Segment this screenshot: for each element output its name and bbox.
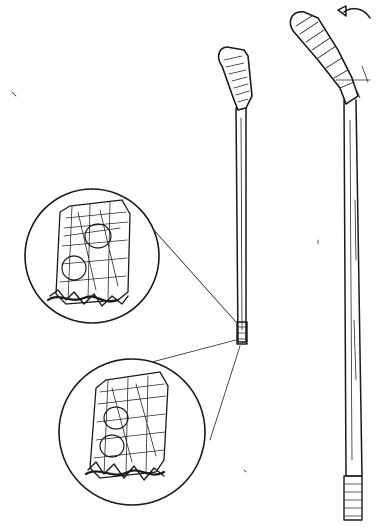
- side-view-stick: [219, 47, 252, 344]
- front-shaft-highlight: [350, 120, 352, 460]
- side-shaft-highlight: [241, 118, 242, 330]
- front-blade-tape-lines: [296, 16, 354, 88]
- margin-mark: [12, 92, 16, 96]
- leader-line-lower-2: [210, 346, 240, 440]
- front-stick-blade: [290, 12, 358, 104]
- side-blade-tape-lines: [224, 56, 249, 102]
- rotation-arrow: [344, 9, 370, 18]
- taped-end-detail-lower: [59, 359, 205, 505]
- front-stick-shaft: [344, 100, 362, 476]
- taped-end-detail-upper: [25, 189, 159, 323]
- front-view-stick: [290, 6, 370, 520]
- front-stick-taped-end: [344, 476, 362, 520]
- side-stick-blade: [219, 47, 252, 110]
